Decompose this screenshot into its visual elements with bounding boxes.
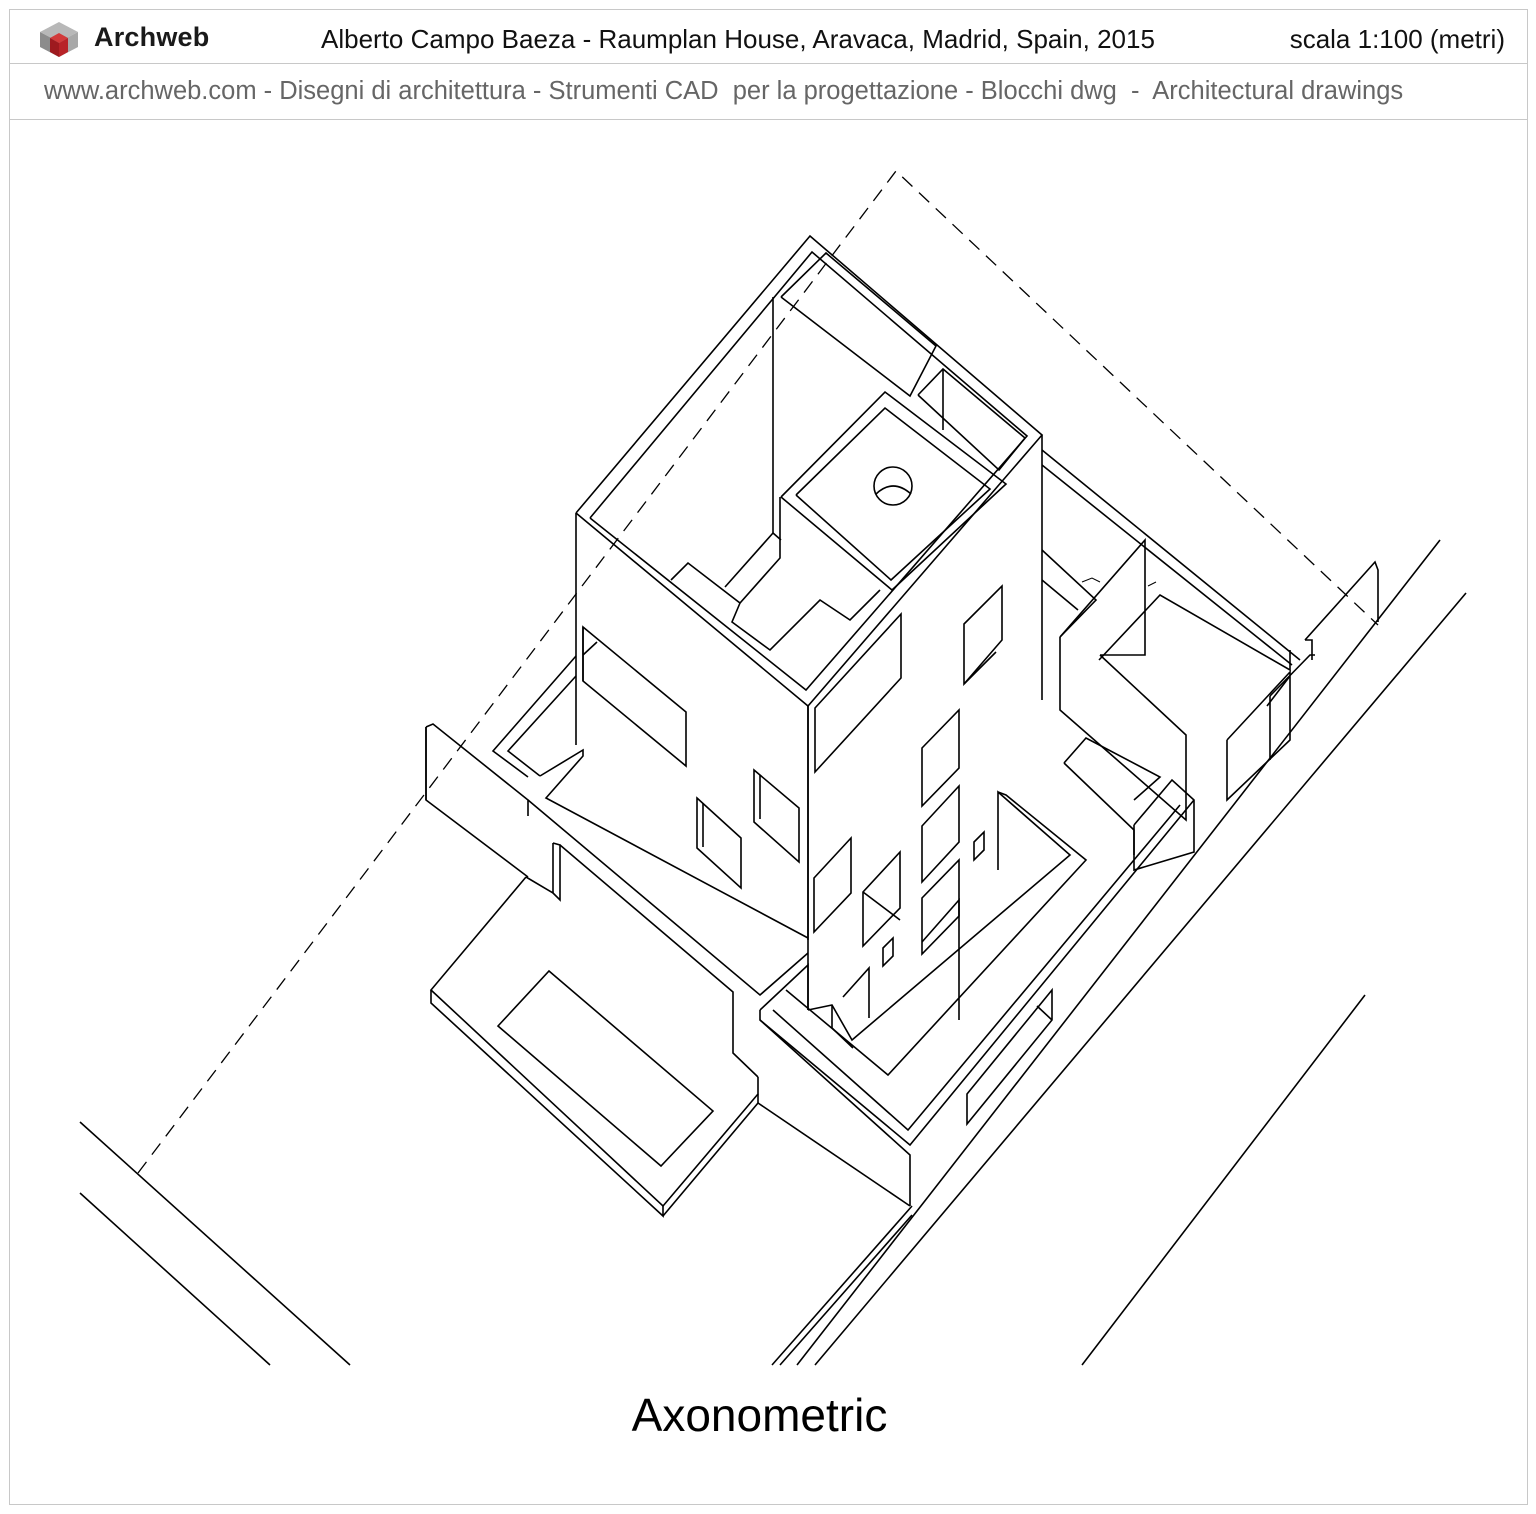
archweb-cube-logo-icon — [40, 22, 78, 57]
right-annex — [1041, 449, 1379, 872]
property-boundary — [137, 170, 1379, 1174]
drawing-title: Alberto Campo Baeza - Raumplan House, Ar… — [321, 24, 1155, 54]
road-lines — [79, 539, 1467, 1366]
drawing-scale: scala 1:100 (metri) — [1289, 24, 1505, 54]
brand-name: Archweb — [94, 22, 210, 52]
header-subtitle-bar: www.archweb.com - Disegni di architettur… — [10, 64, 1527, 120]
pool-deck — [429, 876, 759, 1218]
tower-roof — [575, 234, 1044, 708]
front-court — [757, 790, 1195, 1207]
left-terrace — [425, 655, 809, 1078]
drawing-caption: Axonometric — [631, 1389, 888, 1441]
header-title-bar: Archweb Alberto Campo Baeza - Raumplan H… — [10, 10, 1527, 64]
swimming-pool — [496, 969, 715, 1168]
tower-walls — [575, 435, 1043, 1010]
drawing-sheet: Archweb Alberto Campo Baeza - Raumplan H… — [9, 9, 1528, 1505]
site-subtitle: www.archweb.com - Disegni di architettur… — [44, 77, 1404, 105]
